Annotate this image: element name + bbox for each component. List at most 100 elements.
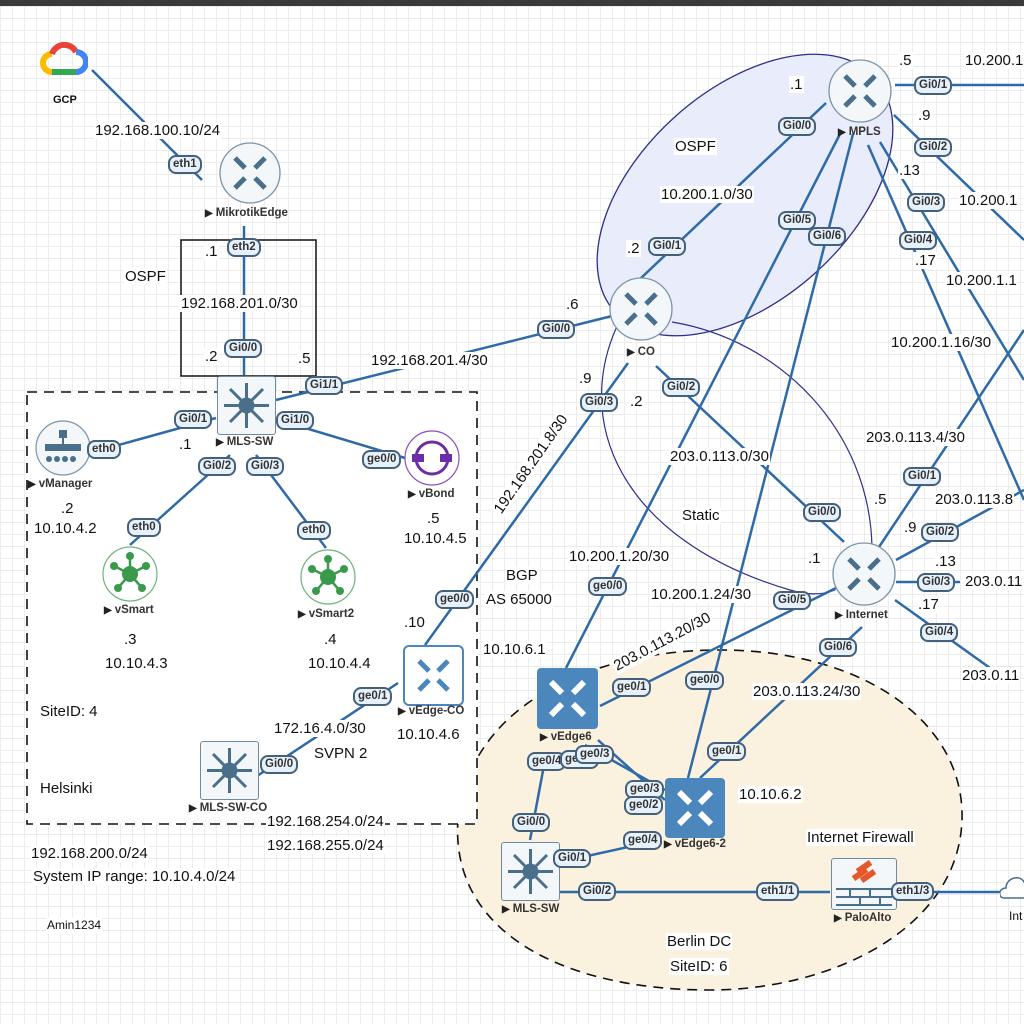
ve6-ip-label: 10.10.6.1 (482, 641, 547, 658)
co-gi01-port[interactable]: Gi0/1 (648, 237, 687, 256)
inet-gi05-port[interactable]: Gi0/5 (773, 591, 812, 610)
vman-eth0-port[interactable]: eth0 (87, 440, 121, 459)
inet-gi00-port[interactable]: Gi0/0 (803, 503, 842, 522)
co-gi00-port[interactable]: Gi0/0 (537, 320, 576, 339)
subnet-1-24-label: 10.200.1.24/30 (650, 586, 753, 603)
mls-gi01-port[interactable]: Gi0/1 (174, 410, 213, 429)
mpls-gi02-port[interactable]: Gi0/2 (914, 138, 953, 157)
internet-router-node[interactable] (832, 542, 896, 606)
pa-eth13-port[interactable]: eth1/3 (891, 882, 935, 901)
mls-sw-berlin-label: MLS-SW (502, 903, 560, 915)
mpls-host1-label: .1 (789, 76, 804, 93)
internet-firewall-label: Internet Firewall (806, 829, 915, 846)
inet-gi02-port[interactable]: Gi0/2 (921, 523, 960, 542)
mlsb-gi02-port[interactable]: Gi0/2 (578, 882, 617, 901)
gcp-eth1-port[interactable]: eth1 (168, 155, 202, 174)
vsmart2-ip-label: 10.10.4.4 (307, 655, 372, 672)
vedgeco-ge01-port[interactable]: ge0/1 (353, 687, 393, 706)
mpls-router-node[interactable] (828, 59, 892, 123)
vsmart-node[interactable] (102, 546, 158, 602)
vbond-node[interactable] (404, 430, 460, 486)
svpn-label: SVPN 2 (313, 745, 369, 762)
ve6-ge03-port[interactable]: ge0/3 (575, 745, 615, 764)
mpls-gi03-port[interactable]: Gi0/3 (907, 193, 946, 212)
subnet-201-0-label: 192.168.201.0/30 (180, 295, 299, 312)
router-icon (832, 542, 896, 606)
vedge6-node[interactable] (537, 668, 598, 729)
mls-sw-co-node[interactable] (200, 741, 259, 800)
mpls-gi01-port[interactable]: Gi0/1 (914, 76, 953, 95)
subnet-113-8-label: 203.0.113.8 (934, 491, 1015, 508)
vedge-co-node[interactable] (403, 645, 464, 706)
mls-gi03-port[interactable]: Gi0/3 (246, 457, 285, 476)
ve62-ip-label: 10.10.6.2 (738, 786, 803, 803)
subnet-1-16-label: 10.200.1.16/30 (890, 334, 993, 351)
vsmart2-eth0-port[interactable]: eth0 (297, 521, 331, 540)
vman-host-label: .2 (60, 500, 75, 517)
static-label: Static (681, 507, 721, 524)
vsmart2-host-label: .4 (323, 631, 338, 648)
mikrotik-label: MikrotikEdge (205, 207, 288, 219)
ve6-ge00-port[interactable]: ge0/0 (588, 577, 628, 596)
mls-sw-berlin-node[interactable] (501, 842, 560, 901)
co-host9-label: .9 (578, 370, 593, 387)
vedgeco-ge00-port[interactable]: ge0/0 (435, 590, 475, 609)
mikrotik-router-node[interactable] (219, 142, 281, 204)
vsmart2-icon (300, 549, 356, 605)
mpls-gi06-port[interactable]: Gi0/6 (808, 227, 847, 246)
vmanager-node[interactable] (35, 420, 91, 476)
co-gi02-port[interactable]: Gi0/2 (662, 378, 701, 397)
vmanager-label: vManager (28, 478, 93, 490)
mlsb-gi00-port[interactable]: Gi0/0 (512, 813, 551, 832)
vsmart2-node[interactable] (300, 549, 356, 605)
berlin-dc-label: Berlin DC (666, 933, 733, 950)
co-gi03-port[interactable]: Gi0/3 (580, 393, 619, 412)
gcp-subnet-label: 192.168.100.10/24 (94, 122, 222, 139)
mls-gi10-port[interactable]: Gi1/0 (276, 411, 315, 430)
paloalto-label: PaloAlto (834, 912, 892, 924)
mlsco-gi00-port[interactable]: Gi0/0 (260, 755, 299, 774)
mls-gi00-port[interactable]: Gi0/0 (224, 339, 263, 358)
internet-cloud-node[interactable] (999, 868, 1024, 908)
ve62-ge03-port[interactable]: ge0/3 (625, 780, 665, 799)
ve62-ge04-port[interactable]: ge0/4 (623, 831, 663, 850)
ve62-ge02-port[interactable]: ge0/2 (624, 796, 664, 815)
gcp-label: GCP (53, 94, 77, 106)
ve62-ge00-port[interactable]: ge0/0 (685, 671, 725, 690)
siteid6-label: SiteID: 6 (669, 958, 729, 975)
vsmart-ip-label: 10.10.4.3 (104, 655, 169, 672)
ve6-ge04-port[interactable]: ge0/4 (527, 752, 567, 771)
mpls-gi05-port[interactable]: Gi0/5 (778, 211, 817, 230)
paloalto-firewall-icon (836, 859, 892, 906)
mpls-gi04-port[interactable]: Gi0/4 (899, 231, 938, 250)
mik-eth2-port[interactable]: eth2 (227, 238, 261, 257)
vedge6-2-node[interactable] (665, 778, 725, 838)
inet-host17-label: .17 (917, 596, 940, 613)
paloalto-firewall-node[interactable] (831, 858, 897, 910)
mpls-gi00-port[interactable]: Gi0/0 (778, 117, 817, 136)
mls-gi11-port[interactable]: Gi1/1 (305, 376, 344, 395)
co-router-node[interactable] (609, 277, 673, 341)
vman-gw-host-label: .1 (178, 436, 193, 453)
mls-gi02-port[interactable]: Gi0/2 (198, 457, 237, 476)
mlsb-gi01-port[interactable]: Gi0/1 (553, 849, 592, 868)
subnet-1-12-label: 10.200.1.1 (945, 272, 1018, 289)
pa-eth11-port[interactable]: eth1/1 (756, 882, 800, 901)
vbond-ge00-port[interactable]: ge0/0 (362, 450, 402, 469)
mls-sw-switch-node[interactable] (217, 376, 276, 435)
inet-gi03-port[interactable]: Gi0/3 (917, 573, 956, 592)
internet-router-label: Internet (835, 609, 888, 621)
inet-gi01-port[interactable]: Gi0/1 (903, 467, 942, 486)
vedgeco-host-label: .10 (403, 614, 426, 631)
inet-gi04-port[interactable]: Gi0/4 (920, 623, 959, 642)
vedge-icon (548, 679, 587, 718)
gcp-cloud-node[interactable] (40, 41, 89, 78)
ve6-ge01-port[interactable]: ge0/1 (612, 678, 652, 697)
vsmart-icon (102, 546, 158, 602)
vsmart-eth0-port[interactable]: eth0 (127, 518, 161, 537)
inet-gi06-port[interactable]: Gi0/6 (819, 638, 858, 657)
subnet-201-4-label: 192.168.201.4/30 (370, 352, 489, 369)
inet-host5-label: .5 (873, 491, 888, 508)
link-mpls-gi03 (878, 141, 1024, 381)
ve62-ge01-port[interactable]: ge0/1 (707, 742, 747, 761)
